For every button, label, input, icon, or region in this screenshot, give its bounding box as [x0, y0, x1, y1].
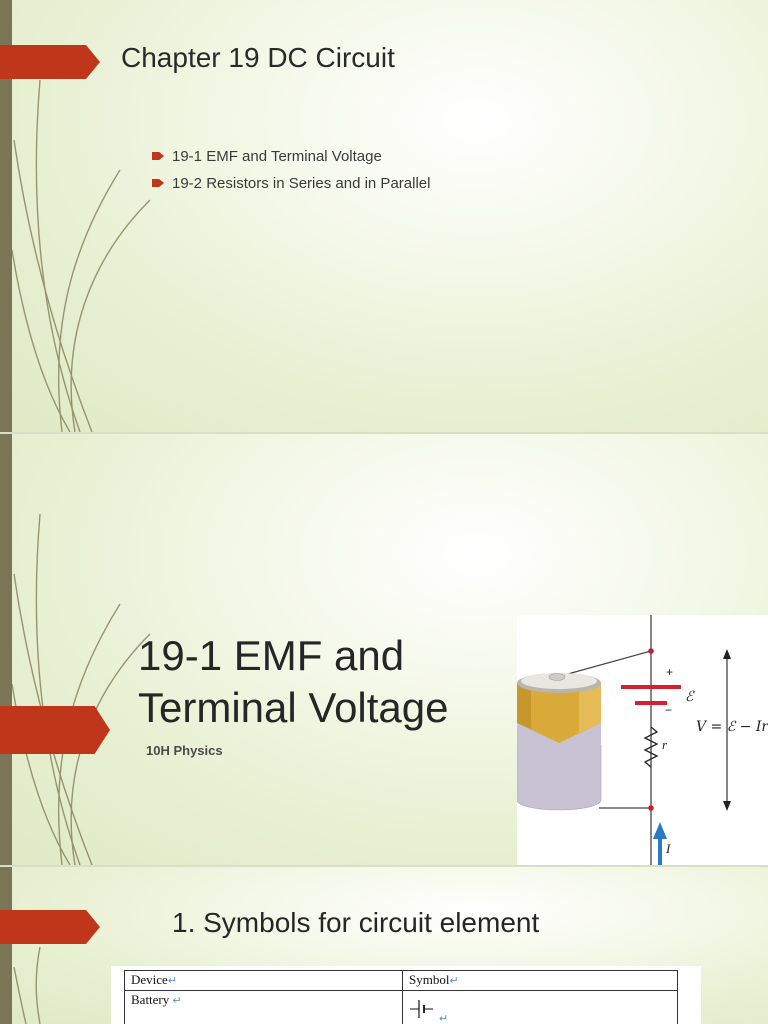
slide-title: 1. Symbols for circuit element	[172, 907, 540, 938]
bullet-item[interactable]: 19-2 Resistors in Series and in Parallel	[152, 173, 430, 200]
internal-resistance-label: r	[662, 737, 668, 752]
left-accent-bar	[0, 867, 12, 1024]
symbols-table: Device↵ Symbol↵ Battery ↵ ↵	[111, 966, 701, 1024]
left-accent-bar	[0, 0, 12, 432]
table-row: Battery ↵ ↵	[124, 990, 678, 1024]
table-cell: ↵	[402, 990, 678, 1024]
slide-1[interactable]: Chapter 19 DC Circuit 19-1 EMF and Termi…	[0, 0, 768, 432]
table-cell: Battery ↵	[124, 990, 403, 1024]
slide-title: Chapter 19 DC Circuit	[121, 42, 395, 73]
bullet-text: 19-2 Resistors in Series and in Parallel	[172, 175, 431, 192]
bullet-arrow-icon	[152, 179, 164, 187]
battery-circuit-figure: + − ℰ r I V = ℰ − Ir	[516, 615, 768, 865]
terminal-voltage-equation: V = ℰ − Ir	[696, 719, 768, 735]
title-marker-tab	[0, 706, 110, 754]
slide-3[interactable]: 1. Symbols for circuit element Device↵ S…	[0, 867, 768, 1024]
negative-terminal-label: −	[665, 703, 673, 717]
slide-title: 19-1 EMF and Terminal Voltage	[138, 632, 449, 731]
table-header-cell: Device↵	[124, 970, 403, 991]
bullet-text: 19-1 EMF and Terminal Voltage	[172, 148, 382, 165]
slide-separator	[0, 865, 768, 867]
bullet-arrow-icon	[152, 152, 164, 160]
table-header-row: Device↵ Symbol↵	[124, 970, 678, 991]
decorative-swirl	[11, 79, 151, 432]
title-marker-tab	[0, 910, 100, 944]
battery-symbol-icon	[410, 1000, 433, 1018]
title-marker-tab	[0, 45, 100, 79]
bullet-item[interactable]: 19-1 EMF and Terminal Voltage	[152, 146, 430, 173]
decorative-swirl	[13, 946, 41, 1024]
slide-separator	[0, 432, 768, 434]
slide-2[interactable]: 19-1 EMF and Terminal Voltage 10H Physic…	[0, 434, 768, 865]
bullet-list: 19-1 EMF and Terminal Voltage 19-2 Resis…	[152, 146, 430, 200]
positive-terminal-label: +	[666, 665, 674, 679]
slide-subtitle: 10H Physics	[146, 743, 223, 758]
current-label: I	[666, 841, 671, 856]
emf-label: ℰ	[685, 689, 694, 705]
table-header-cell: Symbol↵	[402, 970, 678, 991]
left-accent-bar	[0, 434, 12, 865]
